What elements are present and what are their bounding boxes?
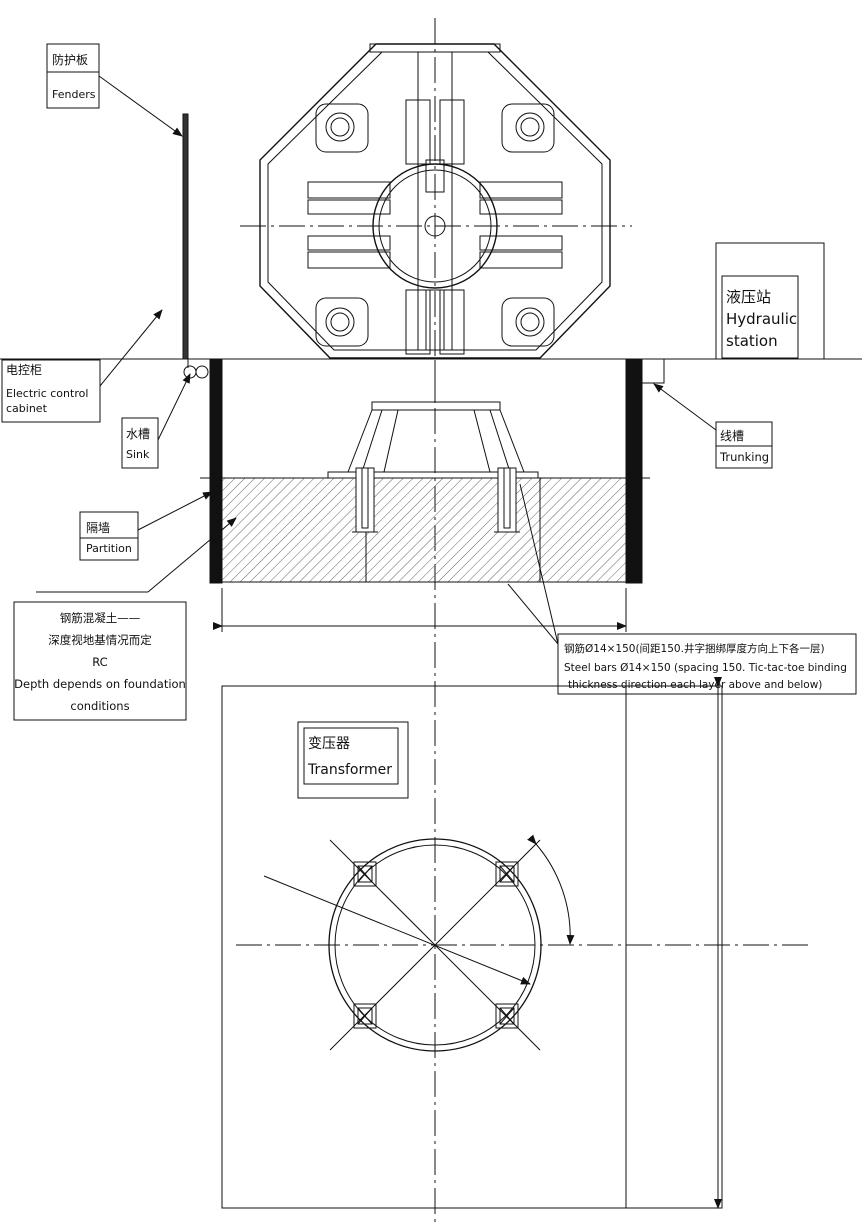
trunking-box xyxy=(641,358,665,384)
electric-cabinet-label-en-1: Electric control xyxy=(6,387,88,400)
trunking-label-en: Trunking xyxy=(719,450,769,464)
transformer-label-en: Transformer xyxy=(307,762,392,778)
bolt-square-bl xyxy=(353,1003,377,1029)
fenders-label-zh: 防护板 xyxy=(52,52,88,67)
trunking-label-box xyxy=(715,421,773,469)
steel-bars-label-en-1: Steel bars Ø14×150 (spacing 150. Tic-tac… xyxy=(564,662,847,674)
rc-label-zh-1: 钢筋混凝土—— xyxy=(60,611,141,625)
rc-label-en-3: conditions xyxy=(70,699,129,713)
electric-cabinet-label-en-2: cabinet xyxy=(6,402,48,415)
fenders-label-en: Fenders xyxy=(52,88,96,101)
sink-label-zh: 水槽 xyxy=(126,427,150,441)
electric-cabinet-label-zh: 电控柜 xyxy=(6,363,42,377)
partition-wall-right xyxy=(625,358,643,584)
sink-circle-1 xyxy=(183,365,197,379)
steel-bars-label-box xyxy=(557,633,857,695)
rc-label-en-2: Depth depends on foundation xyxy=(14,677,186,691)
rc-label-en-1: RC xyxy=(92,655,107,669)
angle-arc xyxy=(527,834,575,945)
bolt-square-br xyxy=(495,1003,519,1029)
trunking-label-zh: 线槽 xyxy=(720,429,744,443)
transformer-label-box-outer xyxy=(297,721,409,799)
bolt-square-tl xyxy=(353,861,377,887)
plan-foundation-circle xyxy=(328,838,542,1052)
partition-label-box xyxy=(79,511,139,561)
hydraulic-label-en-1: Hydraulic xyxy=(726,310,797,328)
hydraulic-station-box xyxy=(715,242,825,360)
partition-label-en: Partition xyxy=(86,542,132,555)
rc-label-box xyxy=(13,601,187,721)
hydraulic-label-zh: 液压站 xyxy=(726,288,771,306)
steel-bars-label-en-2: thickness direction each layer above and… xyxy=(568,679,822,691)
sink-label-box xyxy=(121,417,159,469)
transformer-label-zh: 变压器 xyxy=(308,736,350,752)
sink-label-en: Sink xyxy=(126,448,150,461)
partition-wall-left xyxy=(209,358,223,584)
hydraulic-label-en-2: station xyxy=(726,332,778,350)
sink-circle-2 xyxy=(195,365,209,379)
steel-bars-label-zh: 钢筋Ø14×150(间距150.井字捆绑厚度方向上下各一层) xyxy=(564,642,825,655)
machine-body xyxy=(259,43,611,359)
partition-label-zh: 隔墙 xyxy=(86,521,110,535)
rc-slab xyxy=(221,477,627,583)
plan-outline xyxy=(221,685,723,1209)
support-stand xyxy=(327,360,539,479)
bolt-square-tr xyxy=(495,861,519,887)
fender-plate xyxy=(182,113,189,360)
anchor-bolt-right xyxy=(494,467,520,533)
anchor-bolt-left xyxy=(352,467,378,533)
rc-label-zh-2: 深度视地基情况而定 xyxy=(48,633,152,647)
